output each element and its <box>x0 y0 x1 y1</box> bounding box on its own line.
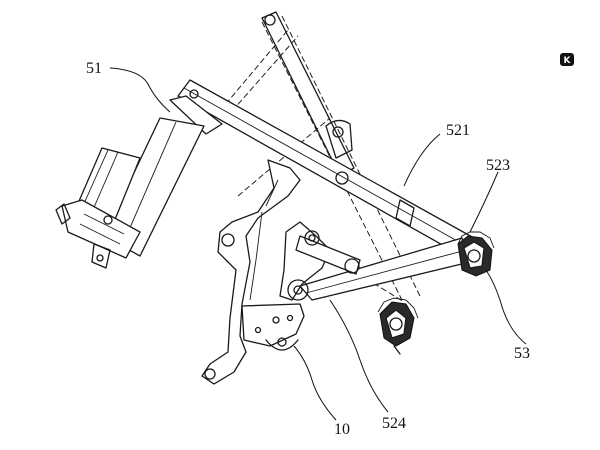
label-53: 53 <box>514 345 530 362</box>
label-51: 51 <box>86 60 102 77</box>
label-523: 523 <box>486 157 510 174</box>
label-10: 10 <box>334 421 350 438</box>
label-524: 524 <box>382 415 406 432</box>
bracket-53 <box>457 231 495 277</box>
base-frame-10 <box>201 159 331 385</box>
label-521: 521 <box>446 122 470 139</box>
leader-lines <box>109 67 527 421</box>
top-thin-link <box>261 11 355 177</box>
main-arm-521 <box>177 79 475 257</box>
badge-text: K <box>564 56 572 66</box>
linear-actuator-51 <box>55 95 223 269</box>
corner-badge: K <box>560 53 574 66</box>
bracket-lower-524 <box>377 297 419 355</box>
